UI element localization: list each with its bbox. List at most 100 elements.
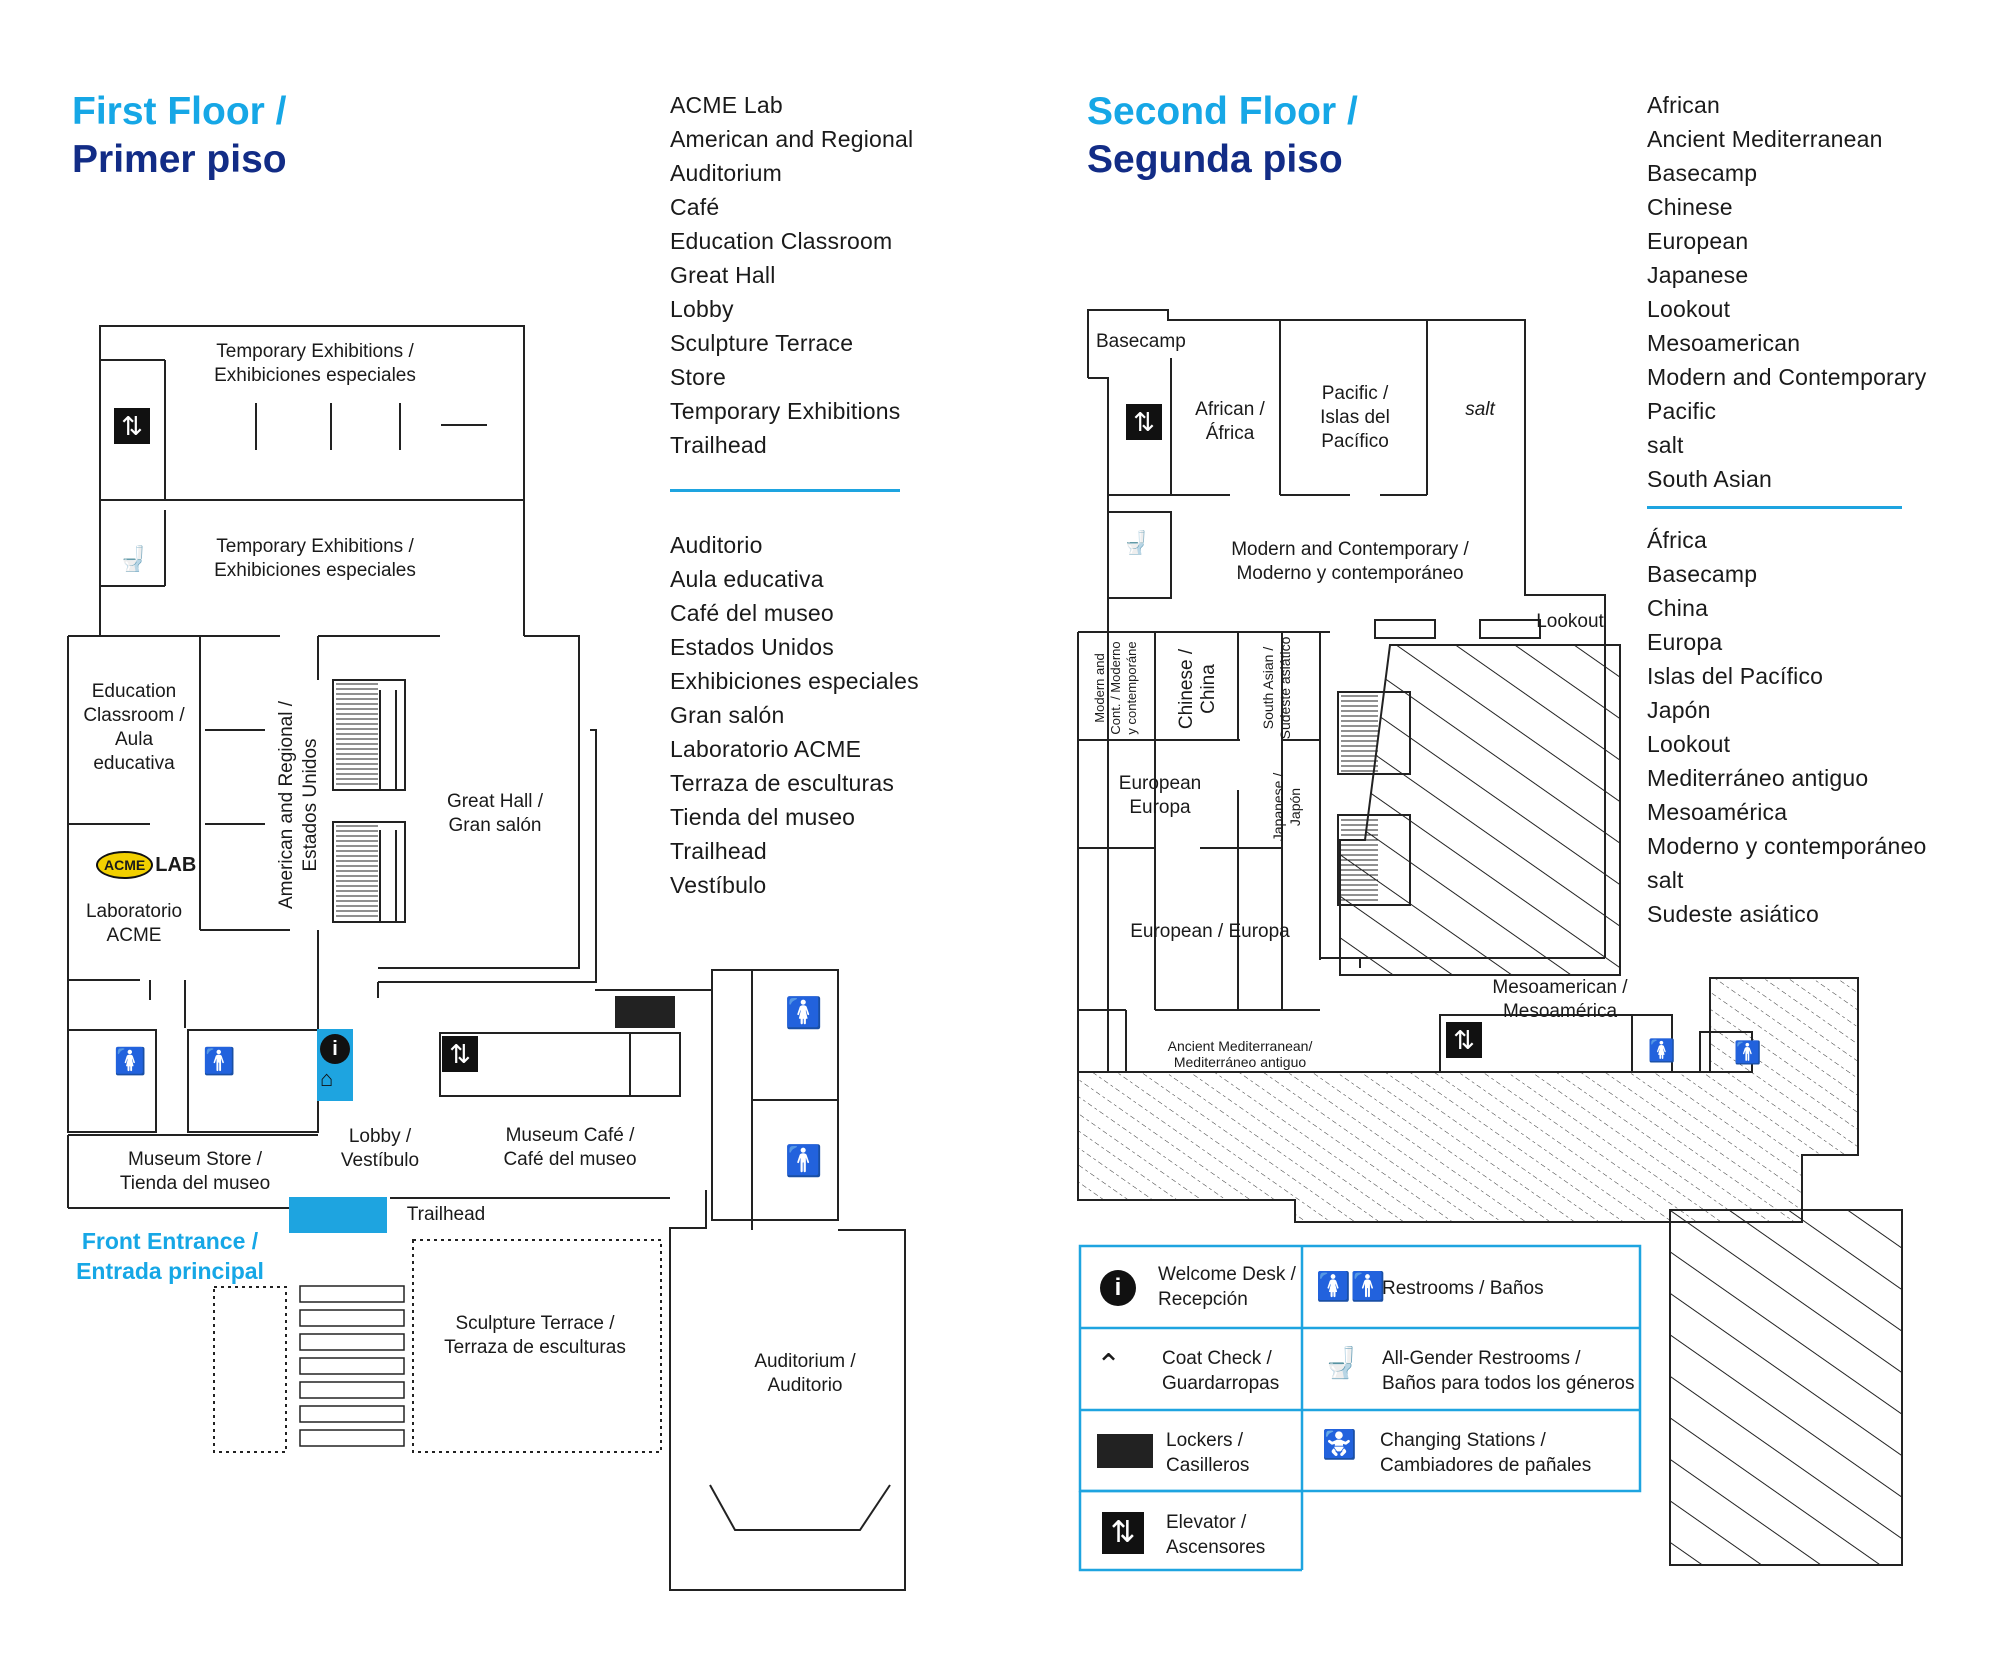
directory-item: Aula educativa: [670, 566, 824, 592]
women-icon: 🚺: [785, 997, 823, 1030]
directory-item: American and Regional: [670, 126, 914, 152]
directory-item: African: [1647, 92, 1720, 118]
label-line: Vestíbulo: [340, 1150, 420, 1171]
directory-item: South Asian: [1647, 466, 1772, 492]
elevator-icon: ⇅: [1126, 404, 1162, 440]
label-line: África: [1205, 423, 1255, 444]
room-temporary-exhibitions-1: Temporary Exhibitions /Exhibiciones espe…: [190, 340, 440, 388]
label-line: Lockers /: [1166, 1430, 1244, 1451]
label-line: Sculpture Terrace /: [455, 1313, 615, 1334]
label-line: European: [1118, 773, 1202, 794]
label-line: educativa: [93, 753, 175, 774]
directory-item: Moderno y contemporáneo: [1647, 833, 1927, 859]
legend-grid: [1078, 1244, 1642, 1572]
acme-lab-logo: ACME LAB: [96, 845, 196, 885]
room-auditorium: Auditorium /Auditorio: [730, 1350, 880, 1398]
directory-item: Basecamp: [1647, 561, 1758, 587]
directory-item: Auditorium: [670, 160, 782, 186]
directory-item: Mesoamerican: [1647, 330, 1801, 356]
elevator-icon: ⇅: [114, 408, 150, 444]
room-lobby: Lobby / Vestíbulo: [320, 1125, 440, 1173]
directory-item: Gran salón: [670, 702, 785, 728]
room-basecamp: Basecamp: [1096, 331, 1186, 352]
directory-item: Lookout: [1647, 731, 1731, 757]
label-line: African /: [1195, 399, 1265, 420]
directory-item: Pacific: [1647, 398, 1717, 424]
directory-separator: [670, 489, 900, 492]
room-south-asian: South Asian /Sudeste asiático: [1260, 618, 1300, 758]
directory-item: China: [1647, 595, 1709, 621]
room-african: African / África: [1180, 398, 1280, 446]
label-line: Elevator /: [1166, 1512, 1247, 1533]
terrace-steps: [299, 1285, 405, 1447]
second-floor-plan: [1077, 309, 1753, 1073]
label-line: Lobby /: [348, 1126, 412, 1147]
label-line: Welcome Desk /: [1158, 1264, 1296, 1285]
men-icon: 🚹: [203, 1046, 236, 1076]
directory-item: Trailhead: [670, 838, 767, 864]
front-entrance-label: Front Entrance /Entrada principal: [60, 1226, 280, 1286]
directory-item: Ancient Mediterranean: [1647, 126, 1883, 152]
label-line: Front Entrance /: [81, 1228, 259, 1254]
directory-item: European: [1647, 228, 1749, 254]
directory-item: Chinese: [1647, 194, 1733, 220]
room-great-hall: Great Hall /Gran salón: [425, 790, 565, 838]
room-sculpture-terrace: Sculpture Terrace /Terraza de esculturas: [420, 1312, 650, 1360]
label-line: Coat Check /: [1162, 1348, 1272, 1369]
directory-item: Mesoamérica: [1647, 799, 1788, 825]
directory-item: Japanese: [1647, 262, 1749, 288]
label-line: Japanese /: [1270, 772, 1286, 842]
label-line: Museum Store /: [127, 1149, 263, 1170]
label-line: Europa: [1129, 797, 1191, 818]
directory-item: Temporary Exhibitions: [670, 398, 901, 424]
label-line: All-Gender Restrooms /: [1382, 1348, 1581, 1369]
label-line: Recepción: [1158, 1289, 1248, 1310]
label-line: Guardarropas: [1162, 1373, 1280, 1394]
first-floor-plan: [67, 325, 906, 1591]
label-line: Moderno y contemporáneo: [1236, 563, 1464, 584]
label-line: Pacific /: [1321, 383, 1389, 404]
label-line: Cambiadores de pañales: [1380, 1455, 1592, 1476]
room-lookout: Lookout: [1536, 611, 1604, 632]
label-line: Café del museo: [503, 1149, 637, 1170]
directory-item: Terraza de esculturas: [670, 770, 895, 796]
label-line: Exhibiciones especiales: [214, 365, 416, 386]
legend-all-gender: All-Gender Restrooms /Baños para todos l…: [1382, 1346, 1634, 1396]
label-line: Museum Café /: [505, 1125, 635, 1146]
restroom-icon: 🚺🚹: [1316, 1271, 1386, 1302]
label-line: Mesoamerican /: [1492, 977, 1628, 998]
room-museum-cafe: Museum Café / Café del museo: [480, 1124, 660, 1172]
label-line: Ascensores: [1166, 1537, 1266, 1558]
lockers-icon: [1097, 1434, 1153, 1468]
label-line: y contemporáne: [1124, 641, 1139, 735]
changing-station-icon: 🚼: [1322, 1429, 1357, 1460]
legend-lockers: Lockers /Casilleros: [1166, 1428, 1249, 1478]
room-modern-contemporary: Modern and Contemporary /Moderno y conte…: [1200, 538, 1500, 586]
room-temporary-exhibitions-2: Temporary Exhibitions /Exhibiciones espe…: [190, 535, 440, 583]
room-japanese: Japanese /Japón: [1270, 752, 1310, 862]
directory-item: Auditorio: [670, 532, 763, 558]
directory-item: África: [1647, 527, 1707, 553]
directory-item: ACME Lab: [670, 92, 783, 118]
label-line: Great Hall /: [446, 791, 544, 812]
second-floor-title: Second Floor / Segunda piso: [1087, 90, 1358, 181]
toilet-icon: 🚽: [1322, 1347, 1360, 1380]
lockers-icon: [615, 996, 675, 1028]
directory-item: Education Classroom: [670, 228, 893, 254]
label-line: Changing Stations /: [1380, 1430, 1546, 1451]
toilet-icon: 🚽: [1122, 530, 1150, 555]
directory-item: Laboratorio ACME: [670, 736, 862, 762]
directory-item: Store: [670, 364, 726, 390]
label-line: Islas del: [1320, 407, 1390, 428]
room-ancient-mediterranean: Ancient Mediterranean/Mediterráneo antig…: [1150, 1038, 1330, 1070]
directory-item: Lookout: [1647, 296, 1731, 322]
directory-item: Islas del Pacífico: [1647, 663, 1824, 689]
label-line: Estados Unidos: [300, 738, 321, 872]
legend-coat-check: Coat Check / Guardarropas: [1162, 1346, 1279, 1396]
directory-item: Vestíbulo: [670, 872, 767, 898]
